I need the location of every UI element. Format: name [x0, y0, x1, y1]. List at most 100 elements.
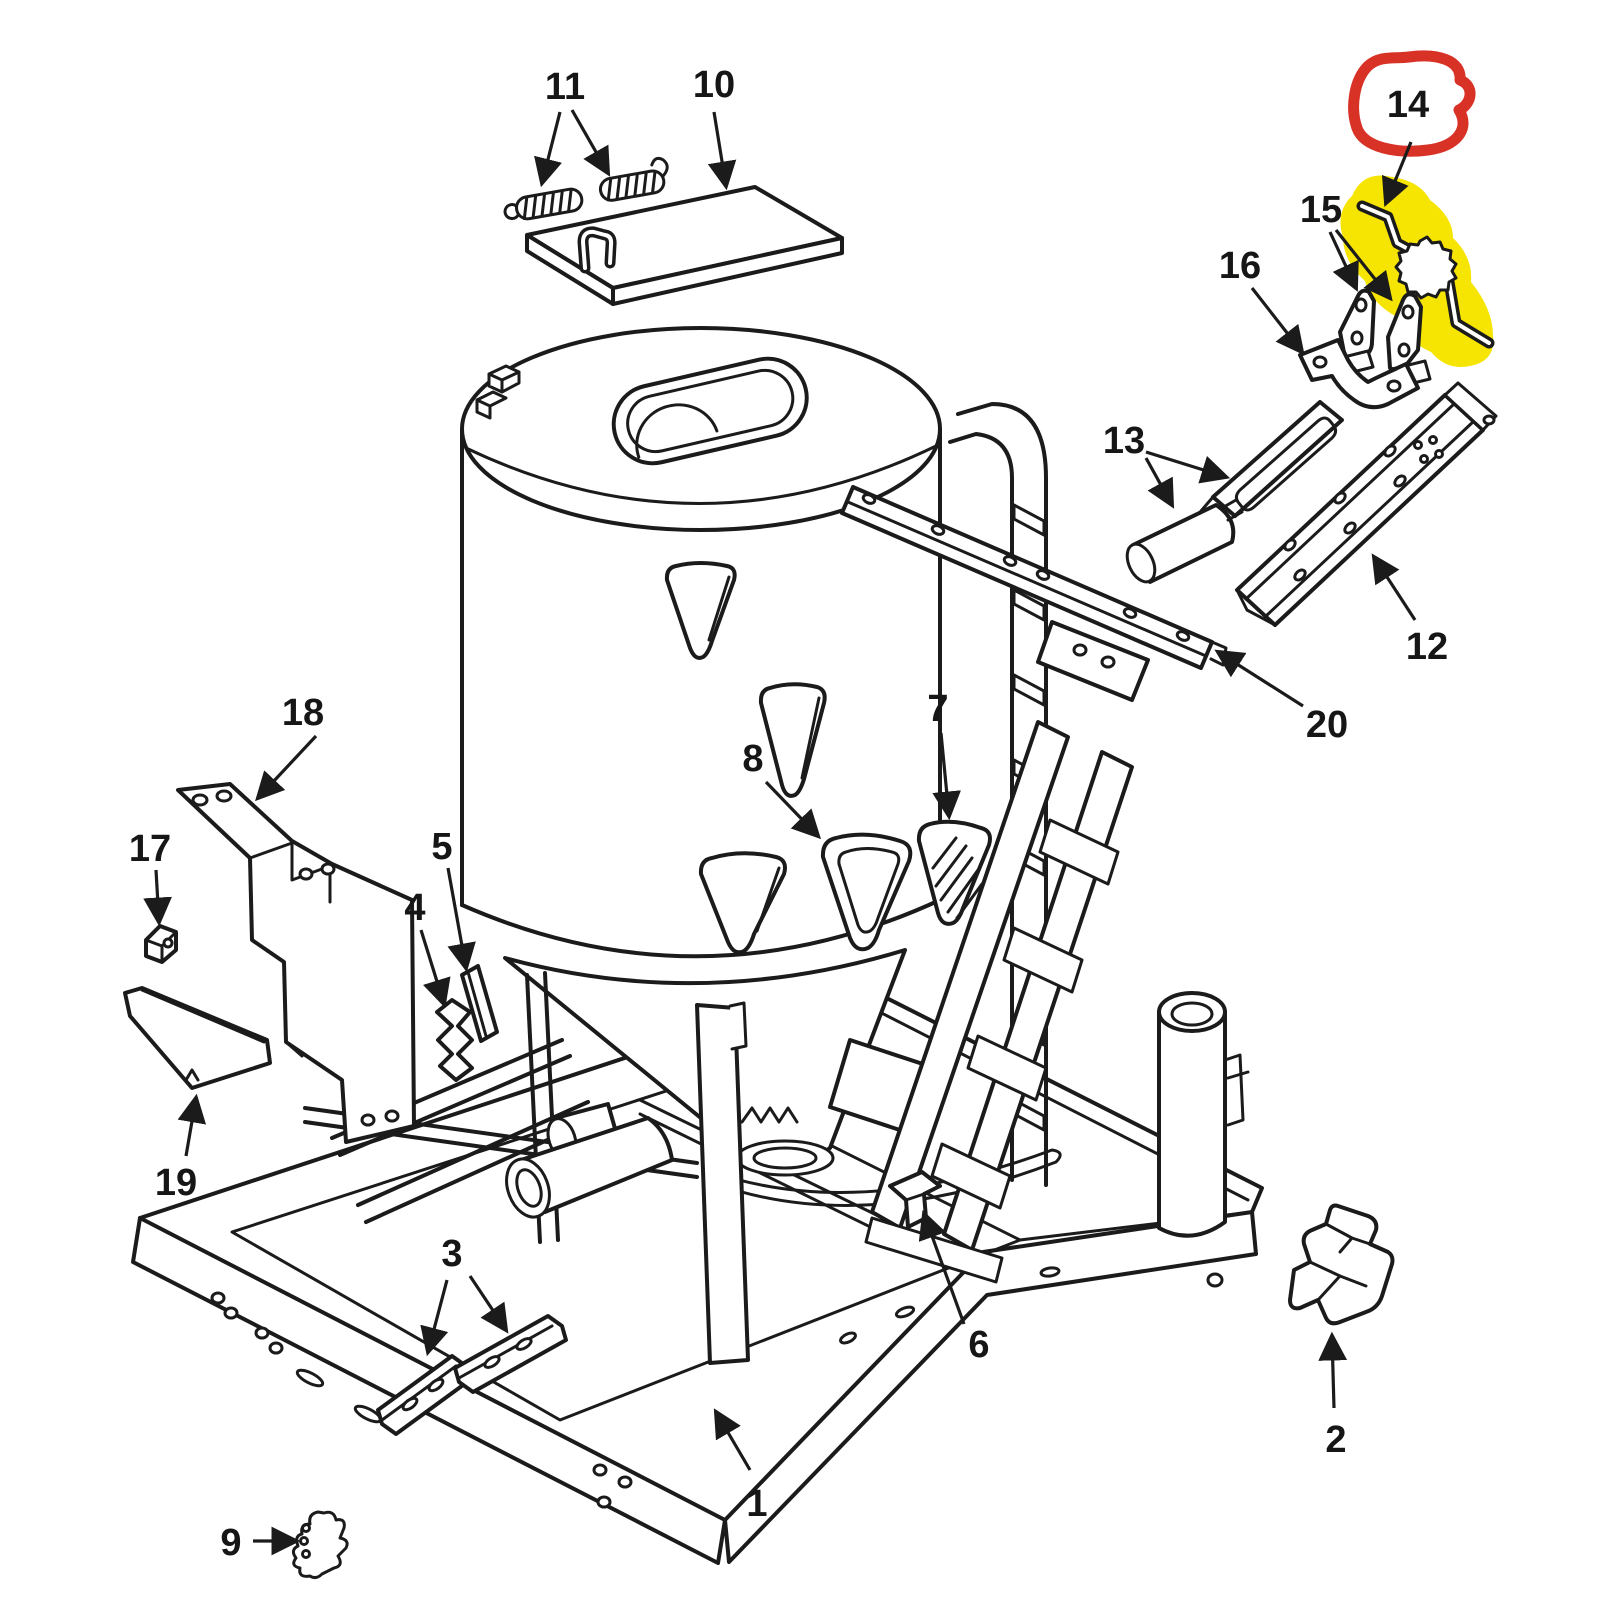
rail-3-slot — [483, 1355, 501, 1369]
leader-arrow-14 — [1381, 141, 1413, 207]
cylinder-tab — [1220, 498, 1244, 522]
part-label-12: 12 — [1406, 626, 1448, 668]
bracket-18-hole — [191, 793, 209, 807]
bar-flange-line — [846, 500, 1208, 658]
strip-5-edge — [466, 970, 488, 1038]
hinge-hole — [1350, 330, 1364, 346]
rail-3-edge — [380, 1364, 458, 1422]
truss-foot — [864, 1216, 1004, 1284]
part-10-lid — [525, 185, 844, 306]
ladder-left-rail — [948, 432, 1014, 1182]
bracket-6-body — [888, 1170, 942, 1229]
leader-arrow-1 — [713, 1408, 752, 1471]
window-edge — [755, 866, 781, 933]
channel-hole — [1293, 568, 1307, 582]
part-18-support-bracket — [176, 782, 416, 1144]
part-label-1: 1 — [746, 1483, 767, 1525]
clip-9-coil — [301, 1549, 311, 1559]
truss-slat — [1038, 818, 1120, 886]
part-label-8: 8 — [742, 738, 763, 780]
bracket-18-notch — [284, 1040, 304, 1058]
bracket-18-body — [176, 782, 416, 1144]
part-7-window-glass — [916, 819, 992, 926]
leader-arrow-15b — [1334, 229, 1393, 302]
bar-hole — [1002, 555, 1018, 567]
discharge-flange-inner — [752, 1146, 818, 1170]
leader-arrow-2 — [1318, 1331, 1348, 1409]
clip-2-slot — [1308, 1222, 1372, 1302]
bracket-18-hole — [215, 789, 233, 803]
gasket-inner — [837, 847, 901, 934]
leader-arrow-13b — [1144, 457, 1175, 509]
part-9-spring-clip — [291, 1510, 349, 1580]
clip-9-body — [291, 1510, 349, 1580]
part-13-slide-and-cylinder — [1125, 400, 1344, 584]
ladder-rung — [1012, 673, 1046, 707]
plank-board — [695, 1003, 750, 1365]
bar-hole — [930, 524, 946, 536]
lid-edge — [611, 236, 844, 306]
bar-hole — [1122, 607, 1138, 619]
channel-hole — [1393, 474, 1407, 488]
ladder-rung — [1012, 588, 1046, 622]
part-11-springs — [503, 156, 669, 221]
channel-hole — [1482, 414, 1496, 426]
part-8-window-gasket — [820, 832, 913, 952]
spring-coils — [606, 169, 657, 202]
frame-hole — [1206, 1272, 1224, 1288]
clip-9-coil — [299, 1536, 309, 1546]
part-6-bracket — [888, 1170, 942, 1229]
bar-hole — [1035, 569, 1051, 581]
part-label-4: 4 — [404, 887, 425, 929]
leader-arrow-13a — [1145, 450, 1231, 484]
leader-arrow-8 — [764, 780, 821, 840]
plate-19-notch — [184, 1068, 200, 1082]
leader-arrow-19 — [177, 1093, 207, 1157]
frame-hole — [592, 1463, 608, 1477]
leader-arrow-18 — [255, 734, 318, 802]
plank-tab — [728, 1001, 748, 1051]
gasket-outer — [820, 832, 913, 952]
ladder-rung — [1012, 503, 1046, 537]
frame-hole — [596, 1495, 612, 1509]
truss-slat — [1002, 926, 1084, 994]
leader-arrow-16 — [1250, 287, 1305, 356]
part-label-18: 18 — [282, 692, 324, 734]
part-label-3: 3 — [441, 1233, 462, 1275]
truss-slat — [966, 1034, 1048, 1102]
right-truss-leg — [864, 620, 1150, 1284]
cylinder-end — [1125, 542, 1157, 584]
clip-9-coil — [301, 1523, 311, 1533]
opening-inner-rim — [626, 368, 795, 454]
part-label-13: 13 — [1103, 420, 1145, 462]
leader-arrow-3b — [468, 1275, 509, 1334]
frame-hole — [223, 1306, 239, 1320]
jack-tube — [1157, 991, 1250, 1238]
main-pipe-bore — [515, 1168, 543, 1208]
part-label-11: 11 — [545, 66, 585, 108]
part-label-15: 15 — [1300, 189, 1342, 231]
opening-round-hole — [635, 403, 719, 459]
bracket-18-hole — [298, 867, 314, 881]
clip-2-body — [1288, 1203, 1395, 1326]
clip-17-fold — [144, 930, 178, 964]
tube-body — [1157, 1010, 1227, 1238]
leader-arrow-11b — [570, 109, 611, 177]
red-circle-annotation — [1348, 50, 1476, 157]
part-label-16: 16 — [1219, 245, 1261, 287]
bar-hole — [1175, 630, 1191, 642]
channel-hole — [1333, 491, 1347, 505]
spring-hook — [650, 156, 669, 178]
clip-17-hole — [162, 937, 174, 949]
window-cutout — [698, 851, 787, 955]
plate-19-edge — [128, 988, 266, 1090]
discharge-flange — [735, 1139, 835, 1177]
leader-arrow-11a — [534, 111, 562, 188]
agitator-teeth — [740, 1106, 799, 1124]
spring-hook — [503, 203, 520, 221]
part-label-17: 17 — [129, 828, 171, 870]
tube-latch — [1223, 1053, 1250, 1127]
bracket-18-hole — [320, 862, 336, 876]
